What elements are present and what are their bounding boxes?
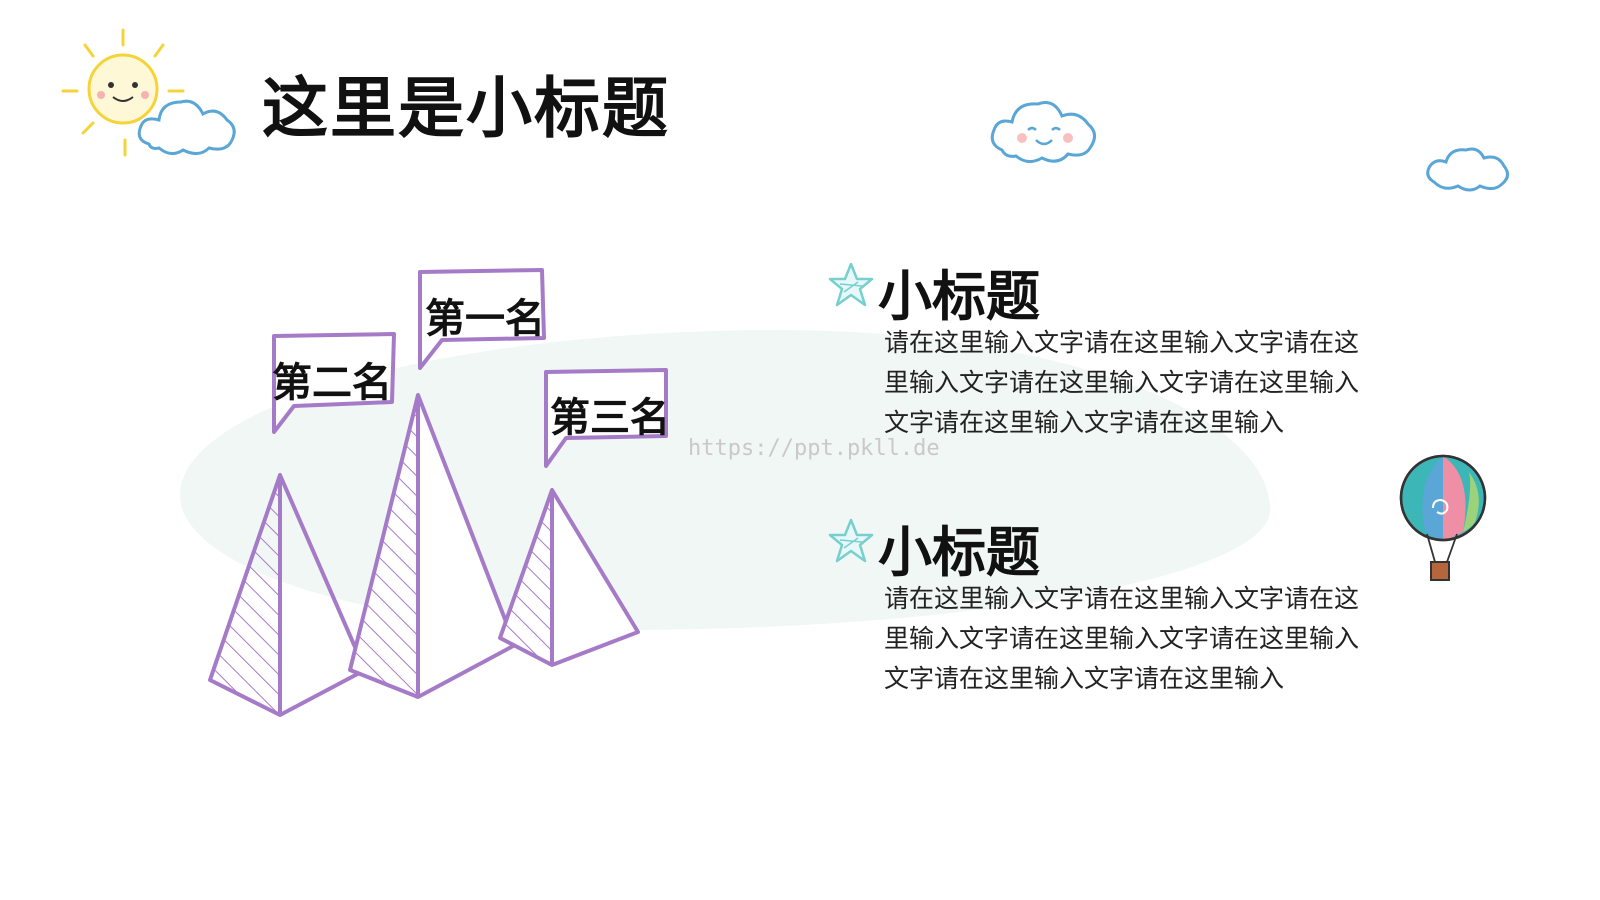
section-1-title: 小标题 [878, 265, 1040, 328]
rank-first-label: 第一名 [425, 296, 545, 342]
cloud-icon [1426, 147, 1509, 192]
watermark: https://ppt.pkll.de [688, 436, 940, 461]
section-1-body: 请在这里输入文字请在这里输入文字请在这里输入文字请在这里输入文字请在这里输入文字… [884, 328, 1360, 437]
star-icon [828, 262, 874, 307]
cloud-icon [990, 101, 1096, 163]
star-icon [828, 518, 874, 563]
hot-air-balloon-icon [1399, 454, 1487, 581]
rank-third-label: 第三名 [550, 395, 670, 441]
mountain-illustration [208, 268, 668, 717]
section-2-body: 请在这里输入文字请在这里输入文字请在这里输入文字请在这里输入文字请在这里输入文字… [884, 584, 1360, 693]
page-title: 这里是小标题 [262, 70, 670, 147]
cloud-icon [137, 99, 236, 155]
sun-icon [61, 28, 185, 157]
rank-second-label: 第二名 [272, 360, 392, 406]
section-2-title: 小标题 [878, 521, 1040, 584]
